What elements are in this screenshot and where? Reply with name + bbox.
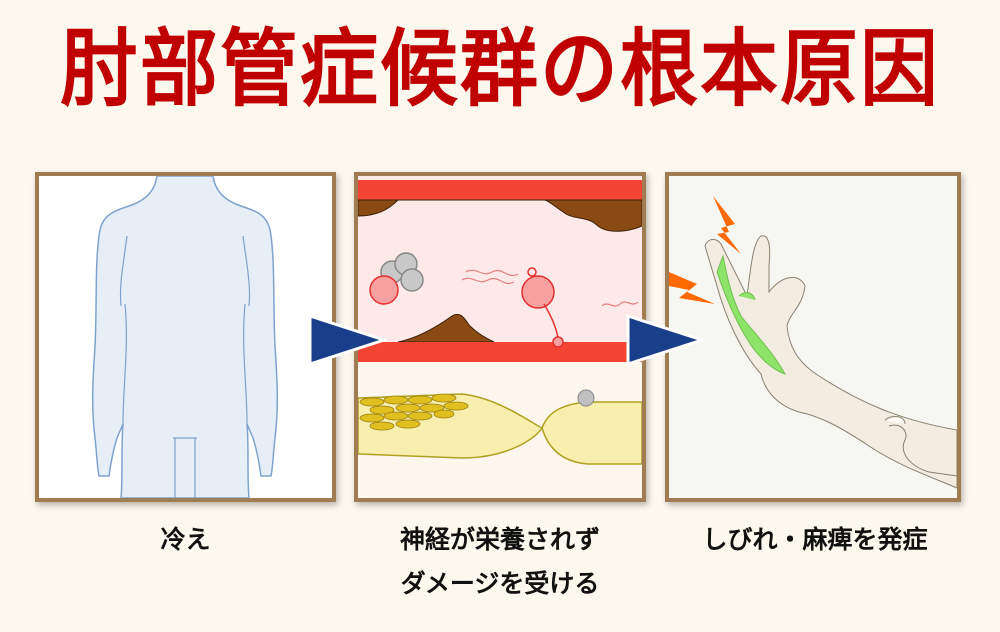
lightning-icon [713,196,741,254]
body-silhouette-icon [91,176,279,498]
blood-vessel-nerve-icon [358,176,642,498]
caption-nerve-damage: 神経が栄養されず ダメージを受ける [350,518,650,606]
panel-cold [35,172,336,502]
numb-hand-icon [669,196,957,489]
arrow-right-icon [626,313,704,367]
panel-numbness [665,172,961,502]
panel-nerve-damage [354,172,646,502]
arrow-right-icon [308,313,386,367]
caption-line: しびれ・麻痺を発症 [702,525,928,554]
caption-line: 神経が栄養されず [399,525,600,554]
caption-line: 冷え [160,525,211,554]
caption-numbness: しびれ・麻痺を発症 [655,518,975,562]
caption-cold: 冷え [35,518,336,562]
page-title: 肘部管症候群の根本原因 [59,20,940,119]
caption-line: ダメージを受ける [400,569,600,598]
